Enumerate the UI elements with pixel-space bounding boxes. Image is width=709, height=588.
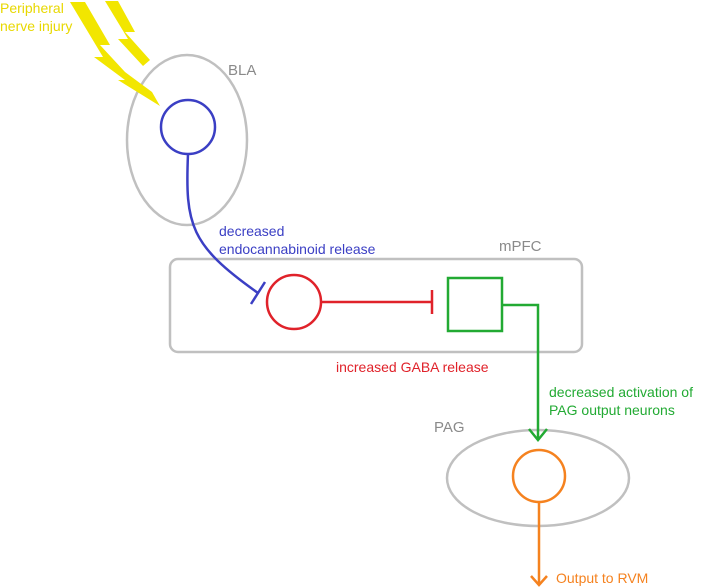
pfc-output-neuron xyxy=(446,276,504,333)
bla-region xyxy=(125,53,249,227)
lightning-bolt-icon xyxy=(70,1,160,106)
pfc-output-axon xyxy=(502,303,540,438)
pag-activation-label-line2: PAG output neurons xyxy=(549,402,675,418)
pag-region-label: PAG xyxy=(434,419,465,436)
bla-region-label: BLA xyxy=(228,62,256,79)
output-label: Output to RVM xyxy=(556,570,648,586)
bla-neuron xyxy=(159,98,217,156)
injury-label-line2: nerve injury xyxy=(0,18,72,34)
pag-neuron xyxy=(511,448,567,504)
mpfc-region-label: mPFC xyxy=(499,238,542,255)
gaba-label: increased GABA release xyxy=(336,359,489,375)
gaba-neuron xyxy=(265,273,323,331)
pag-output-arrowhead xyxy=(530,575,548,587)
pag-activation-label-line1: decreased activation of xyxy=(549,384,693,400)
mpfc-region xyxy=(168,257,584,354)
bla-inhibitory-terminal xyxy=(249,281,267,305)
pfc-output-arrowhead xyxy=(528,428,548,442)
bla-axon xyxy=(186,153,259,295)
bla-output-label-line1: decreased xyxy=(219,223,284,239)
bla-output-label-line2: endocannabinoid release xyxy=(219,241,376,257)
injury-label-line1: Peripheral xyxy=(0,0,64,16)
